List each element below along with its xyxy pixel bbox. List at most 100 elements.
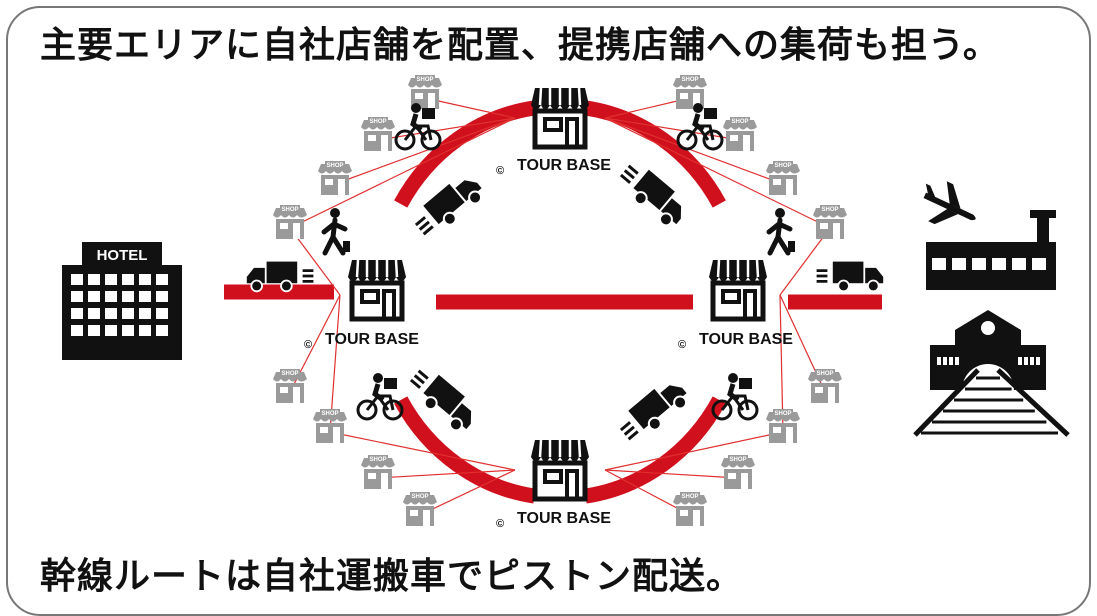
shop-icon: SHOP xyxy=(361,455,395,489)
pickup-line xyxy=(289,117,516,229)
window xyxy=(105,308,117,319)
pickup-line xyxy=(779,227,831,296)
shop-label: SHOP xyxy=(816,371,833,377)
pickup-line xyxy=(604,431,784,471)
shop-label: SHOP xyxy=(681,77,698,83)
bicycle-courier-icon xyxy=(396,103,440,149)
pickup-line xyxy=(377,469,516,479)
window xyxy=(139,274,151,285)
copyright-mark: © xyxy=(496,165,504,177)
route-network xyxy=(224,100,882,504)
window xyxy=(71,308,83,319)
delivery-truck-icon xyxy=(612,156,694,233)
shop-label: SHOP xyxy=(681,494,698,500)
window xyxy=(139,325,151,336)
train-station-icon xyxy=(913,310,1070,437)
window xyxy=(88,291,100,302)
window xyxy=(71,325,83,336)
window xyxy=(156,308,168,319)
rail-track xyxy=(913,368,1070,437)
window xyxy=(122,291,134,302)
window xyxy=(88,308,100,319)
shop-icon: SHOP xyxy=(673,75,707,109)
window xyxy=(139,291,151,302)
bicycle-courier-icon xyxy=(358,373,402,419)
hotel-building-icon: HOTEL xyxy=(62,242,182,360)
shop-icon: SHOP xyxy=(766,161,800,195)
shop-icon: SHOP xyxy=(273,205,307,239)
delivery-network-diagram: SHOP SHOP SHOP SHOP SHOP SHOP SHOP SHOP SHOP SHOP… xyxy=(62,75,1070,530)
partner-shops: SHOP SHOP SHOP SHOP SHOP SHOP SHOP SHOP SHOP SHOP… xyxy=(273,75,847,526)
endpoints: HOTEL xyxy=(62,181,1070,437)
pickup-line xyxy=(604,117,741,141)
ring-route-arc xyxy=(394,396,536,504)
shop-label: SHOP xyxy=(321,411,338,417)
copyright-mark: © xyxy=(304,339,312,351)
delivery-truck-icon xyxy=(815,260,885,293)
ring-route-arc xyxy=(584,396,726,504)
hub-label: TOUR BASE xyxy=(699,331,793,348)
tour-base-hubs: © TOUR BASE © TOUR BASE © TOUR BASE © TOUR BASE xyxy=(304,88,793,530)
shop-label: SHOP xyxy=(729,457,746,463)
shop-icon: SHOP xyxy=(318,161,352,195)
window xyxy=(105,325,117,336)
copyright-mark: © xyxy=(678,339,686,351)
shop-label: SHOP xyxy=(416,77,433,83)
window xyxy=(156,274,168,285)
shop-label: SHOP xyxy=(281,371,298,377)
window xyxy=(122,308,134,319)
window xyxy=(156,325,168,336)
shop-icon: SHOP xyxy=(403,492,437,526)
hotel-label: HOTEL xyxy=(97,247,148,264)
shop-label: SHOP xyxy=(821,207,838,213)
shop-label: SHOP xyxy=(369,119,386,125)
shop-label: SHOP xyxy=(731,119,748,125)
window xyxy=(71,291,83,302)
walking-courier-icon xyxy=(769,208,795,253)
pickup-line xyxy=(604,97,691,119)
window xyxy=(105,291,117,302)
shop-icon: SHOP xyxy=(723,117,757,151)
delivery-truck-icon xyxy=(612,373,694,450)
storefront-icon xyxy=(709,260,767,319)
hub-label: TOUR BASE xyxy=(325,331,419,348)
window xyxy=(156,291,168,302)
shop-icon: SHOP xyxy=(361,117,395,151)
window xyxy=(105,274,117,285)
page-title: 主要エリアに自社店舗を配置、提携店舗への集荷も担う。 xyxy=(40,25,1000,66)
pickup-line xyxy=(424,97,516,119)
pickup-line xyxy=(604,469,739,479)
shop-label: SHOP xyxy=(411,494,428,500)
window xyxy=(122,325,134,336)
window xyxy=(71,274,83,285)
pickup-line xyxy=(419,469,516,516)
storefront-icon xyxy=(531,440,589,499)
pickup-line xyxy=(329,431,516,471)
shop-label: SHOP xyxy=(369,457,386,463)
pickup-line xyxy=(334,117,516,185)
hub-label: TOUR BASE xyxy=(517,157,611,174)
footer-caption: 幹線ルートは自社運搬車でピストン配送。 xyxy=(40,556,744,597)
hub-label: TOUR BASE xyxy=(517,510,611,527)
shop-icon: SHOP xyxy=(813,205,847,239)
pickup-line xyxy=(604,117,831,229)
window xyxy=(139,308,151,319)
storefront-icon xyxy=(531,88,589,147)
storefront-icon xyxy=(348,260,406,319)
vehicles xyxy=(245,103,885,450)
shop-icon: SHOP xyxy=(673,492,707,526)
copyright-mark: © xyxy=(496,518,504,530)
bicycle-courier-icon xyxy=(678,103,722,149)
diagram-canvas: 主要エリアに自社店舗を配置、提携店舗への集荷も担う。 幹線ルートは自社運搬車でピ… xyxy=(6,6,1091,616)
shop-label: SHOP xyxy=(281,207,298,213)
window xyxy=(122,274,134,285)
airplane-icon xyxy=(923,181,976,225)
pickup-line xyxy=(604,117,784,185)
shop-icon: SHOP xyxy=(313,409,347,443)
shop-icon: SHOP xyxy=(273,369,307,403)
pickup-line xyxy=(289,227,341,296)
shop-icon: SHOP xyxy=(408,75,442,109)
shop-label: SHOP xyxy=(774,411,791,417)
window xyxy=(88,274,100,285)
shop-icon: SHOP xyxy=(721,455,755,489)
